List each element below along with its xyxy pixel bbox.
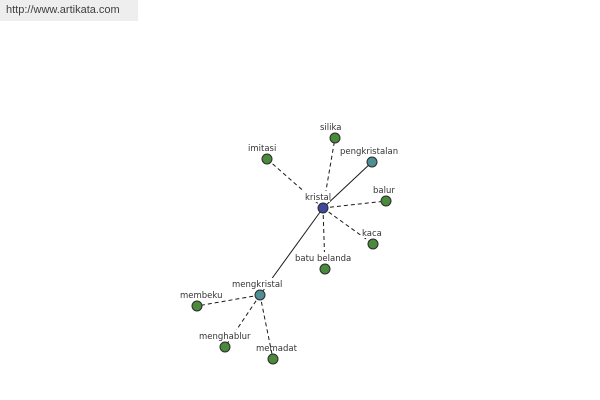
node-silika-dot	[329, 132, 341, 144]
node-label-kristal: kristal	[305, 193, 331, 203]
edge-mengkristal-memadat	[259, 294, 274, 360]
node-label-kaca: kaca	[362, 229, 382, 239]
node-label-batu-belanda: batu belanda	[295, 254, 351, 264]
node-imitasi-dot	[261, 153, 273, 165]
node-kaca[interactable]: kaca	[362, 229, 382, 250]
node-menghablur-dot	[219, 341, 231, 353]
edge-kristal-pengkristalan	[322, 161, 373, 209]
node-label-balur: balur	[373, 186, 395, 196]
node-silika[interactable]: silika	[320, 123, 342, 144]
node-menghablur[interactable]: menghablur	[199, 332, 251, 353]
label-bg-kaca	[361, 227, 383, 238]
node-label-menghablur: menghablur	[199, 332, 251, 342]
node-memadat[interactable]: memadat	[256, 344, 298, 365]
node-mengkristal-dot	[254, 289, 266, 301]
node-batu-belanda-dot	[319, 263, 331, 275]
label-bg-imitasi	[247, 142, 275, 153]
node-membeku-dot	[191, 300, 203, 312]
node-batu-belanda[interactable]: batu belanda	[295, 254, 351, 275]
edge-mengkristal-membeku	[196, 294, 261, 307]
node-kaca-dot	[367, 238, 379, 250]
node-balur-dot	[380, 195, 392, 207]
node-kristal[interactable]: kristal	[305, 193, 331, 214]
node-label-silika: silika	[320, 123, 342, 133]
edge-kristal-silika	[322, 137, 336, 209]
node-pengkristalan-dot	[366, 156, 378, 168]
node-membeku[interactable]: membeku	[180, 291, 222, 312]
node-pengkristalan[interactable]: pengkristalan	[340, 147, 398, 168]
edges	[196, 137, 387, 360]
label-bg-kristal	[304, 191, 330, 202]
label-backgrounds	[198, 142, 396, 341]
node-kristal-dot	[317, 202, 329, 214]
label-bg-batu-belanda	[294, 252, 350, 263]
node-label-mengkristal: mengkristal	[232, 280, 282, 290]
node-imitasi[interactable]: imitasi	[248, 144, 276, 165]
edge-kristal-balur	[322, 200, 387, 209]
node-label-membeku: membeku	[180, 291, 222, 301]
edge-kristal-imitasi	[266, 158, 324, 209]
source-url-bar: http://www.artikata.com	[0, 0, 138, 21]
label-bg-menghablur	[198, 330, 250, 341]
label-bg-balur	[372, 184, 396, 195]
nodes: kristal pengkristalan mengkristal silika…	[180, 123, 398, 365]
node-label-memadat: memadat	[256, 344, 298, 354]
node-label-imitasi: imitasi	[248, 144, 276, 154]
source-url[interactable]: http://www.artikata.com	[6, 4, 120, 16]
node-memadat-dot	[267, 353, 279, 365]
node-balur[interactable]: balur	[373, 186, 395, 207]
label-bg-mengkristal	[231, 278, 281, 289]
node-label-pengkristalan: pengkristalan	[340, 147, 398, 157]
node-mengkristal[interactable]: mengkristal	[232, 280, 282, 301]
